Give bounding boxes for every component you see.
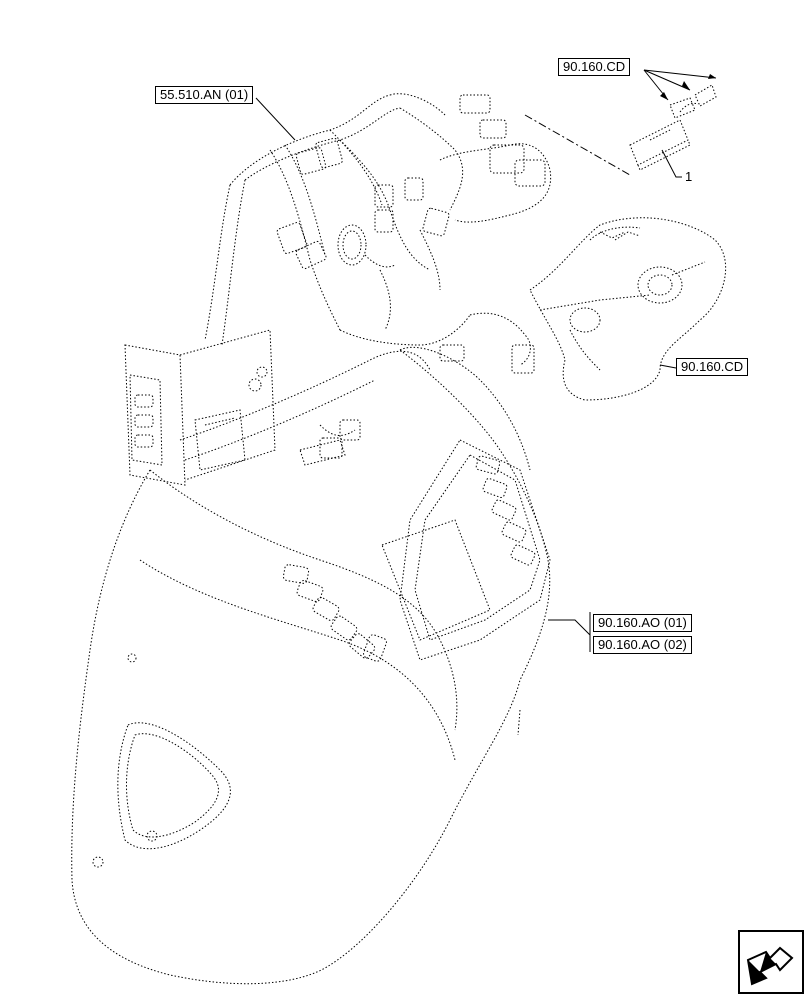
- ref-label-panel-2[interactable]: 90.160.AO (02): [593, 636, 692, 654]
- leader-item-1: [661, 149, 682, 178]
- ref-label-harness[interactable]: 55.510.AN (01): [155, 86, 254, 104]
- console-inner-edge: [149, 469, 458, 731]
- left-button-cluster: [282, 564, 387, 662]
- ref-label-panel-1[interactable]: 90.160.AO (01): [593, 614, 692, 632]
- right-button-cluster: [475, 455, 536, 566]
- right-control-panel: [399, 439, 551, 661]
- leader-switch-top-c: [643, 69, 717, 79]
- grab-handle: [117, 722, 231, 850]
- switch-module-1: [629, 84, 717, 171]
- leader-panels: [548, 619, 591, 636]
- console-housing: [71, 349, 551, 985]
- leader-switch: [524, 114, 631, 176]
- fuse-box: [124, 329, 276, 486]
- leader-harness: [255, 97, 296, 141]
- harness-connectors: [276, 94, 546, 459]
- ref-label-switch-top[interactable]: 90.160.CD: [558, 58, 631, 76]
- leader-switch-side: [659, 364, 677, 369]
- ref-label-switch-side[interactable]: 90.160.CD: [676, 358, 749, 376]
- switch-housing-right: [529, 217, 727, 401]
- leader-switch-top-b: [643, 69, 691, 91]
- wiring-harness: [204, 93, 531, 366]
- next-page-button[interactable]: [738, 930, 804, 994]
- callout-item-1: 1: [685, 169, 693, 184]
- next-page-arrow-icon: [746, 946, 794, 986]
- cable-gland: [337, 224, 396, 268]
